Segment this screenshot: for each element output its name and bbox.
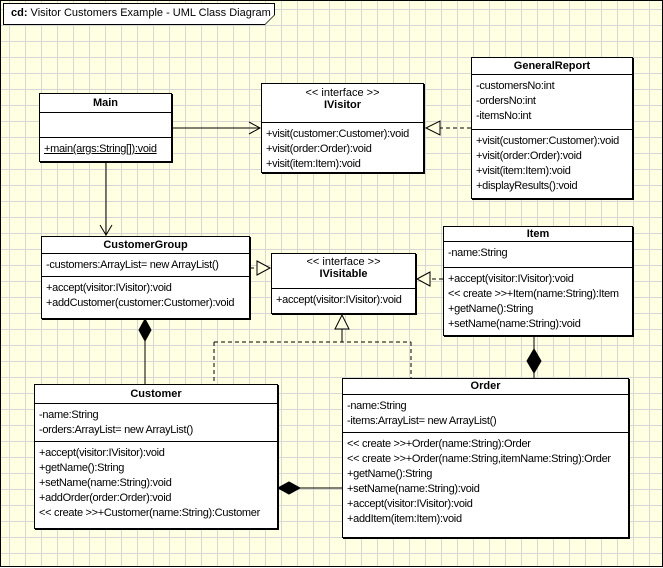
method: +addCustomer(customer:Customer):void (46, 297, 235, 309)
method: +setName(name:String):void (448, 318, 581, 330)
method: +accept(visitor:IVisitor):void (276, 294, 402, 306)
method: +visit(order:Order):void (476, 150, 582, 162)
association-main-to-customergroup (100, 162, 112, 235)
class-customer: Customer -name:String -orders:ArrayList=… (34, 384, 278, 529)
class-customer-attributes: -name:String -orders:ArrayList= new Arra… (35, 403, 277, 441)
method: +visit(order:Order):void (266, 143, 372, 155)
method: +accept(visitor:IVisitor):void (448, 273, 574, 285)
class-item-methods: +accept(visitor:IVisitor):void << create… (444, 267, 632, 332)
composition-order-item (527, 336, 541, 378)
method: +visit(customer:Customer):void (476, 135, 619, 147)
diagram-title-tab: cd: Visitor Customers Example - UML Clas… (3, 3, 275, 25)
class-customergroup: CustomerGroup -customers:ArrayList= new … (41, 236, 250, 319)
method: +getName():String (448, 303, 534, 315)
class-item-name: Item (526, 228, 550, 240)
diagram-title: cd: Visitor Customers Example - UML Clas… (4, 4, 274, 24)
realization-customer-order-to-ivisitable (214, 315, 411, 384)
method: << create >>+Order(name:String):Order (347, 438, 531, 450)
composition-customergroup-customer (139, 319, 151, 384)
method: +accept(visitor:IVisitor):void (347, 498, 473, 510)
method: +getName():String (39, 462, 125, 474)
interface-ivisitor-name: IVisitor (323, 99, 362, 111)
class-order-name: Order (470, 380, 501, 392)
attribute: -items:ArrayList= new ArrayList() (347, 415, 497, 427)
method: +visit(item:Item):void (266, 158, 361, 170)
class-customergroup-attributes: -customers:ArrayList= new ArrayList() (42, 253, 249, 276)
interface-ivisitor-methods: +visit(customer:Customer):void +visit(or… (262, 122, 423, 172)
method: << create >>+Item(name:String):Item (448, 288, 619, 300)
class-customer-methods: +accept(visitor:IVisitor):void +getName(… (35, 441, 277, 521)
realization-customergroup-to-ivisitable (250, 261, 270, 275)
attribute: -name:String (39, 409, 99, 421)
method: << create >>+Customer(name:String):Custo… (39, 507, 260, 519)
class-item: Item -name:String +accept(visitor:IVisit… (443, 226, 633, 336)
method: +getName():String (347, 468, 433, 480)
method: +addOrder(order:Order):void (39, 492, 172, 504)
class-order-methods: << create >>+Order(name:String):Order <<… (343, 432, 628, 527)
method: +visit(item:Item):void (476, 165, 571, 177)
class-generalreport-methods: +visit(customer:Customer):void +visit(or… (472, 129, 632, 194)
method: +main(args:String[]):void (44, 143, 157, 155)
interface-ivisitable: << interface >> IVisitable +accept(visit… (271, 253, 416, 314)
composition-customer-order (278, 482, 342, 494)
class-main-methods: +main(args:String[]):void (40, 137, 171, 157)
class-customergroup-name: CustomerGroup (103, 239, 188, 251)
class-generalreport: GeneralReport -customersNo:int -ordersNo… (471, 57, 633, 199)
class-generalreport-attributes: -customersNo:int -ordersNo:int -itemsNo:… (472, 74, 632, 129)
realization-generalreport-to-ivisitor (426, 121, 471, 135)
method: +setName(name:String):void (347, 483, 480, 495)
class-order: Order -name:String -items:ArrayList= new… (342, 378, 629, 538)
interface-ivisitable-methods: +accept(visitor:IVisitor):void (272, 288, 415, 308)
interface-ivisitable-stereotype: << interface >> (306, 256, 381, 268)
interface-ivisitor: << interface >> IVisitor +visit(customer… (261, 83, 424, 173)
attribute: -name:String (448, 247, 508, 259)
attribute: -customersNo:int (476, 80, 555, 92)
method: << create >>+Order(name:String,itemName:… (347, 453, 611, 465)
method: +accept(visitor:IVisitor):void (46, 282, 172, 294)
method: +displayResults():void (476, 180, 578, 192)
attribute: -name:String (347, 400, 407, 412)
association-main-to-ivisitor (172, 122, 260, 134)
class-main-name: Main (92, 97, 119, 109)
class-customer-name: Customer (130, 388, 182, 400)
attribute: -itemsNo:int (476, 110, 532, 122)
method: +visit(customer:Customer):void (266, 128, 409, 140)
interface-ivisitor-stereotype: << interface >> (305, 87, 380, 99)
class-generalreport-name: GeneralReport (513, 60, 591, 72)
class-customergroup-methods: +accept(visitor:IVisitor):void +addCusto… (42, 276, 249, 311)
diagram-title-text: Visitor Customers Example - UML Class Di… (27, 7, 271, 19)
method: +accept(visitor:IVisitor):void (39, 447, 165, 459)
class-main-attributes (40, 112, 171, 137)
class-item-attributes: -name:String (444, 241, 632, 267)
attribute: -ordersNo:int (476, 95, 536, 107)
method: +addItem(item:Item):void (347, 513, 462, 525)
class-order-attributes: -name:String -items:ArrayList= new Array… (343, 394, 628, 432)
method: +setName(name:String):void (39, 477, 172, 489)
attribute: -customers:ArrayList= new ArrayList() (46, 259, 219, 271)
interface-ivisitable-name: IVisitable (319, 268, 368, 280)
attribute: -orders:ArrayList= new ArrayList() (39, 424, 193, 436)
diagram-title-prefix: cd: (11, 7, 28, 19)
realization-item-to-ivisitable (417, 272, 443, 286)
class-main: Main +main(args:String[]):void (39, 93, 172, 162)
